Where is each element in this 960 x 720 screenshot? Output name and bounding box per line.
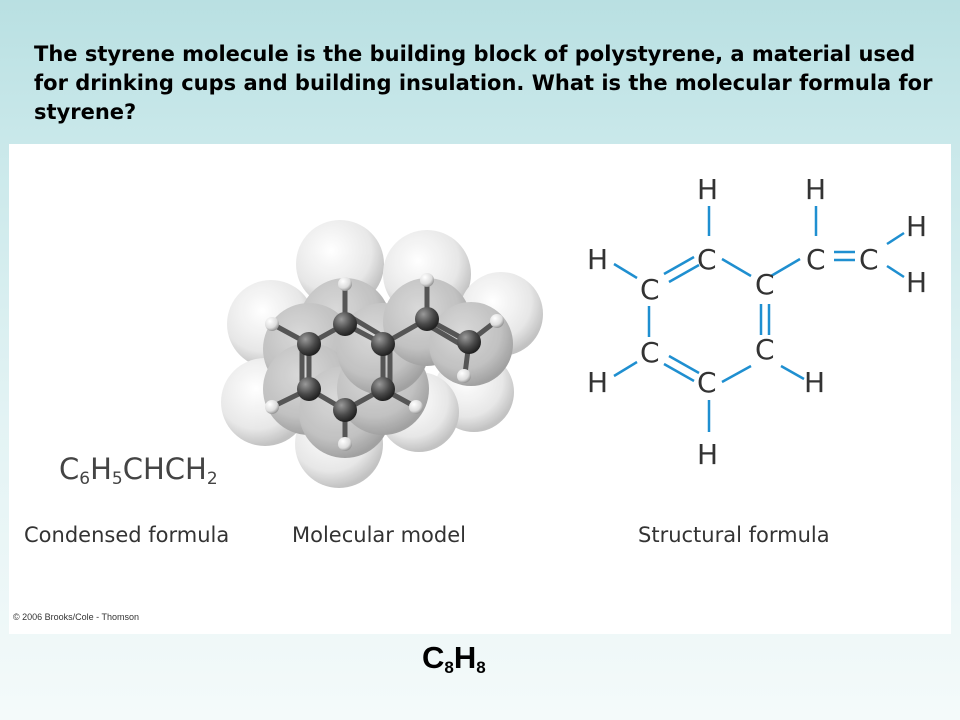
styrene-figure: H H H H C C C H C C C C H C H H C6H5CHCH… (9, 144, 951, 634)
atom-h: H (587, 243, 608, 276)
answer-subscript: 8 (476, 658, 486, 677)
atom-c: C (806, 243, 826, 276)
atom-h: H (587, 366, 608, 399)
formula-element: C (59, 452, 80, 486)
question-text: The styrene molecule is the building blo… (34, 42, 933, 124)
atom-h: H (906, 210, 927, 243)
atom-c: C (697, 243, 717, 276)
formula-subscript: 6 (79, 469, 91, 489)
hydrogen-atoms (265, 273, 504, 451)
answer-element: C (422, 640, 445, 675)
caption-structural-formula: Structural formula (638, 523, 830, 547)
answer-subscript: 8 (444, 658, 454, 677)
atom-c: C (640, 273, 660, 306)
atom-h: H (804, 366, 825, 399)
atom-h: H (697, 173, 718, 206)
atom-c: C (859, 243, 879, 276)
formula-subscript: 5 (111, 469, 123, 489)
caption-condensed-formula: Condensed formula (24, 523, 230, 547)
answer-element: H (453, 640, 477, 675)
formula-element: CHCH (122, 452, 207, 486)
structural-bonds (613, 206, 905, 432)
atom-h: H (906, 266, 927, 299)
atom-c: C (755, 268, 775, 301)
structural-formula: H H H H C C C H C C C C H C H H (587, 173, 927, 471)
atom-c: C (640, 336, 660, 369)
answer-formula: C8H8 (422, 640, 486, 678)
atom-h: H (805, 173, 826, 206)
atom-h: H (697, 438, 718, 471)
carbon-atoms (297, 307, 481, 422)
copyright-notice: © 2006 Brooks/Cole - Thomson (13, 612, 140, 622)
condensed-formula: C6H5CHCH2 (59, 452, 218, 489)
caption-molecular-model: Molecular model (292, 523, 466, 547)
atom-c: C (755, 333, 775, 366)
formula-subscript: 2 (206, 469, 218, 489)
formula-element: H (90, 452, 112, 486)
atom-c: C (697, 366, 717, 399)
molecular-model-illustration: H H H H C C C H C C C C H C H H (221, 173, 927, 488)
structural-atom-labels: H H H H C C C H C C C C H C H H (587, 173, 927, 471)
